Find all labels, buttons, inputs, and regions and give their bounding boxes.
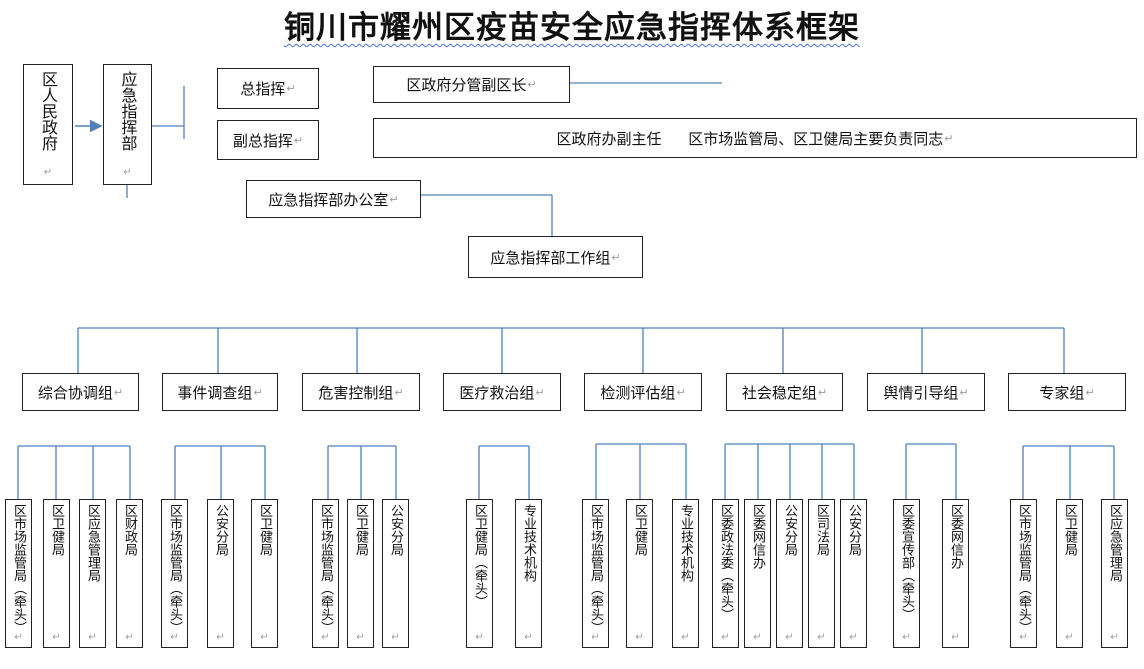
deputy-role-label: 副总指挥 [232,131,293,150]
member-box: 区财政局↵ [116,499,143,648]
member-box: 区委宣传部（牵头）↵ [893,499,920,648]
command-center-box: 应急指挥部 ↵ [103,64,152,185]
deputy-role-box: 副总指挥↵ [217,120,319,160]
working-groups-label: 应急指挥部工作组 [490,248,611,267]
member-box: 区委网信办↵ [942,499,969,648]
member-box: 区市场监管局（牵头）↵ [582,499,609,648]
member-box: 公安分局↵ [207,499,234,648]
member-box: 区卫健局（牵头）↵ [466,499,493,648]
commander-name-label: 区政府分管副区长 [406,76,527,94]
member-box: 区委网信办↵ [744,499,771,648]
page-title: 铜川市耀州区疫苗安全应急指挥体系框架 [284,10,860,46]
member-box: 区卫健局↵ [626,499,653,648]
member-box: 区卫健局↵ [43,499,70,648]
member-box: 专业技术机构↵ [672,499,699,648]
district-government-label: 区人民政府 [39,71,58,151]
member-box: 区应急管理局↵ [79,499,106,648]
commander-role-box: 总指挥↵ [217,68,319,109]
member-box: 区卫健局↵ [347,499,374,648]
member-box: 区委政法委（牵头）↵ [712,499,739,648]
group-box-investigation: 事件调查组↵ [162,373,278,411]
office-label: 应急指挥部办公室 [268,190,389,209]
member-box: 公安分局↵ [840,499,867,648]
member-box: 区市场监管局（牵头）↵ [1010,499,1037,648]
working-groups-box: 应急指挥部工作组↵ [468,236,643,278]
commander-role-label: 总指挥 [240,80,286,98]
member-box: 区市场监管局（牵头）↵ [5,499,32,648]
command-center-label: 应急指挥部 [118,71,138,151]
member-box: 区司法局↵ [808,499,835,648]
deputy-names-label: 区政府办副主任 区市场监管局、区卫健局主要负责同志 [556,129,944,148]
member-box: 区卫健局↵ [251,499,278,648]
group-box-testing-evaluation: 检测评估组↵ [584,373,702,411]
member-box: 公安分局↵ [382,499,409,648]
member-box: 区卫健局↵ [1056,499,1083,648]
group-box-coordination: 综合协调组↵ [22,373,139,411]
member-box: 区应急管理局↵ [1101,499,1128,648]
group-box-hazard-control: 危害控制组↵ [302,373,420,411]
group-box-social-stability: 社会稳定组↵ [726,373,843,411]
office-box: 应急指挥部办公室↵ [246,180,421,218]
group-box-public-opinion: 舆情引导组↵ [867,373,985,411]
member-box: 专业技术机构↵ [515,499,542,648]
group-box-medical-treatment: 医疗救治组↵ [443,373,561,411]
group-box-experts: 专家组↵ [1008,373,1126,411]
district-government-box: 区人民政府 ↵ [23,64,73,185]
member-box: 区市场监管局（牵头）↵ [312,499,339,648]
commander-name-box: 区政府分管副区长↵ [373,66,570,103]
member-box: 公安分局↵ [776,499,803,648]
deputy-names-box: 区政府办副主任 区市场监管局、区卫健局主要负责同志↵ [373,118,1137,158]
member-box: 区市场监管局（牵头）↵ [161,499,188,648]
